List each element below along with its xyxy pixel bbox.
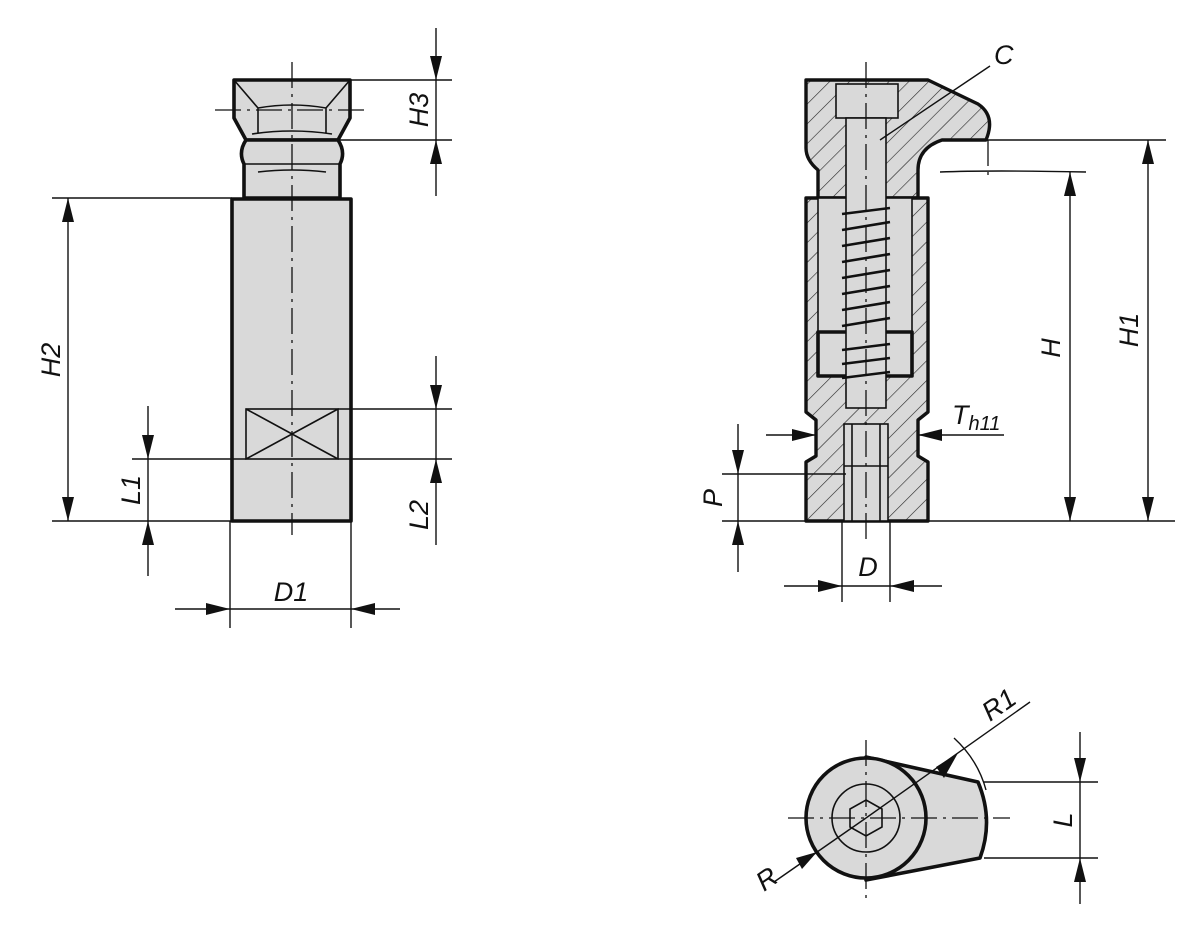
- label-R: R: [750, 861, 783, 897]
- section-view: C H H1 Th11: [698, 40, 1175, 602]
- dim-L1: L1: [116, 406, 246, 576]
- label-H2: H2: [36, 343, 66, 378]
- side-view: H3 H2 L1 L2: [36, 28, 452, 628]
- top-view: R1 R L: [750, 683, 1098, 904]
- label-C: C: [994, 40, 1014, 70]
- screw-head: [835, 83, 899, 119]
- dim-H2: H2: [36, 197, 232, 522]
- dim-H1: H1: [986, 139, 1166, 521]
- dim-C: C: [879, 40, 1014, 141]
- dim-H3: H3: [340, 28, 452, 196]
- label-T: Th11: [952, 400, 1000, 435]
- label-H1: H1: [1114, 313, 1144, 348]
- label-L: L: [1048, 812, 1078, 827]
- dim-D: D: [784, 521, 942, 602]
- label-H3: H3: [404, 93, 434, 128]
- dim-L2: L2: [338, 356, 452, 545]
- label-D: D: [858, 552, 878, 582]
- dim-L: L: [984, 732, 1098, 904]
- dim-D1: D1: [175, 521, 400, 628]
- label-L1: L1: [116, 475, 146, 505]
- dim-T-h11: Th11: [766, 400, 1004, 441]
- label-R1: R1: [976, 683, 1021, 727]
- label-H: H: [1036, 338, 1066, 358]
- dim-P: P: [698, 424, 846, 572]
- dim-H: H: [928, 170, 1175, 522]
- label-L2: L2: [404, 500, 434, 530]
- label-P: P: [698, 489, 728, 507]
- label-D1: D1: [274, 577, 309, 607]
